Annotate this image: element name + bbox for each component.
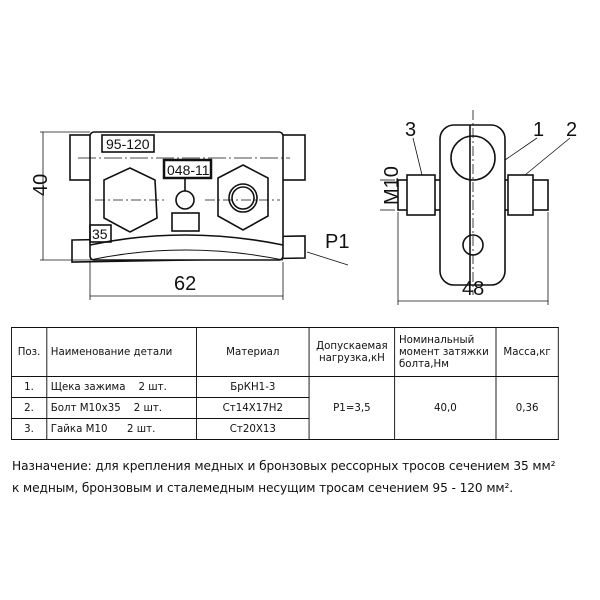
cell-name: Болт М10х35 2 шт. [46,397,198,419]
header-load: Допускаемая нагрузка,кН [308,327,396,377]
side-view: M10 48 3 1 2 [380,110,577,305]
label-95-120: 95-120 [106,136,150,152]
note-line-1: Назначение: для крепления медных и бронз… [12,459,556,473]
force-p1: P1 [325,231,349,253]
cell-material: Ст20Х13 [196,418,310,440]
cell-material: Ст14Х17Н2 [196,397,310,419]
header-material: Материал [196,327,310,377]
header-name: Наименование детали [46,327,198,377]
front-view: 95-120 048-11 35 40 62 P1 [30,131,349,300]
header-mass: Масса,кг [495,327,559,377]
cell-mass: 0,36 [495,376,559,440]
note-line-2: к медным, бронзовым и сталемедным несущи… [12,481,514,495]
header-torque: Номинальный момент затяжки болта,Нм [394,327,497,377]
cell-pos: 1. [11,376,48,398]
cell-name: Гайка М10 2 шт. [46,418,198,440]
dim-m10: M10 [381,166,403,205]
callout-1: 1 [533,119,544,141]
technical-drawing: 95-120 048-11 35 40 62 P1 M10 48 3 1 2 [30,110,577,305]
purpose-note: Назначение: для крепления медных и бронз… [12,455,600,499]
table-header: Поз. Наименование детали Материал Допуск… [11,327,559,377]
cell-load: P1=3,5 [308,376,396,440]
label-35: 35 [92,226,108,242]
cell-pos: 2. [11,397,48,419]
callout-2: 2 [566,119,577,141]
specification-table: Поз. Наименование детали Материал Допуск… [11,327,559,440]
callout-3: 3 [405,119,416,141]
table-row: 2. Болт М10х35 2 шт. Ст14Х17Н2 [11,397,558,419]
label-048-11: 048-11 [167,162,210,178]
dim-62: 62 [174,273,196,295]
dim-40: 40 [30,174,52,196]
table-row: 1. Щека зажима 2 шт. БрКН1-3 P1=3,5 40,0… [11,376,559,440]
cell-torque: 40,0 [394,376,497,440]
cell-pos: 3. [11,418,48,440]
header-pos: Поз. [11,327,48,377]
dim-48: 48 [462,278,484,300]
cell-name: Щека зажима 2 шт. [46,376,198,398]
cell-material: БрКН1-3 [196,376,310,398]
table-row: 3. Гайка М10 2 шт. Ст20Х13 [11,418,558,440]
